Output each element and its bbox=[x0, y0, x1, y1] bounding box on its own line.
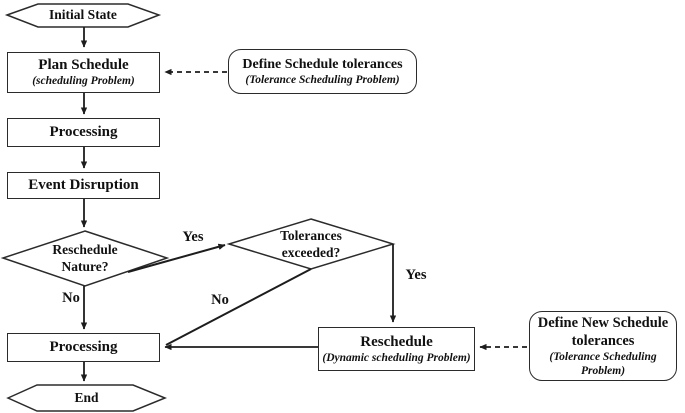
reschedule-subtitle: (Dynamic scheduling Problem) bbox=[322, 351, 471, 364]
event-disruption-label: Event Disruption bbox=[28, 177, 139, 193]
processing-1-node: Processing bbox=[7, 118, 160, 147]
define-schedule-tolerances-node: Define Schedule tolerances (Tolerance Sc… bbox=[228, 49, 417, 94]
define-schedule-tolerances-title: Define Schedule tolerances bbox=[242, 57, 403, 72]
processing-2-node: Processing bbox=[7, 333, 160, 362]
define-new-schedule-tolerances-title: Define New Schedule tolerances bbox=[537, 315, 669, 349]
reschedule-node: Reschedule (Dynamic scheduling Problem) bbox=[318, 327, 475, 371]
plan-schedule-node: Plan Schedule (scheduling Problem) bbox=[7, 52, 160, 93]
processing-1-label: Processing bbox=[49, 124, 118, 140]
arrow-nature-yes-to-tolerances bbox=[127, 243, 226, 273]
plan-schedule-title: Plan Schedule bbox=[38, 57, 129, 73]
reschedule-title: Reschedule bbox=[360, 333, 433, 350]
define-new-schedule-tolerances-subtitle: (Tolerance Scheduling Problem) bbox=[549, 351, 657, 377]
end-hexagon bbox=[6, 384, 167, 412]
reschedule-nature-diamond bbox=[0, 230, 170, 287]
define-schedule-tolerances-subtitle: (Tolerance Scheduling Problem) bbox=[245, 74, 400, 86]
event-disruption-node: Event Disruption bbox=[7, 172, 160, 199]
define-new-schedule-tolerances-node: Define New Schedule tolerances (Toleranc… bbox=[529, 311, 677, 381]
tolerances-exceeded-diamond bbox=[226, 218, 396, 270]
processing-2-label: Processing bbox=[49, 339, 118, 355]
arrow-tolerances-no-to-processing2 bbox=[165, 268, 312, 346]
plan-schedule-subtitle: (scheduling Problem) bbox=[32, 75, 135, 87]
initial-state-hexagon bbox=[4, 3, 162, 28]
